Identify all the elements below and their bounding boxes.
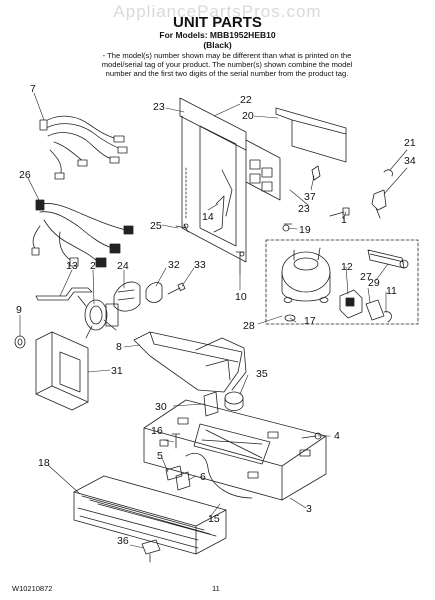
watermark: AppliancePartsPros.com: [113, 2, 322, 21]
callout-label: 33: [194, 259, 206, 271]
part-bracket-5: [165, 465, 183, 481]
document-number: W10210872: [12, 584, 53, 593]
callout-label: 32: [168, 259, 180, 271]
callout-label: 16: [151, 425, 163, 437]
callout-label: 35: [256, 368, 268, 380]
callout-label: 8: [116, 341, 122, 353]
part-pump-35: [224, 391, 244, 411]
callout-label: 11: [386, 285, 397, 297]
callout-label: 23: [298, 203, 310, 215]
part-bracket-20: [275, 107, 347, 163]
part-fan-motor-2: [77, 295, 119, 339]
part-screw-1: [329, 207, 350, 217]
models-line: For Models: MBB1952HEB10: [159, 30, 276, 40]
callout-label: 21: [404, 137, 416, 149]
part-clip-6: [175, 471, 191, 491]
part-condenser-18: [73, 475, 227, 555]
callout-numbers: 7 26 13 2 24 32 33 9 8 31 35 30 16 5 6 1…: [16, 83, 416, 547]
callout-label: 23: [153, 101, 165, 113]
callout-label: 14: [202, 211, 214, 223]
callout-label: 6: [200, 471, 206, 483]
part-screw-10: [235, 251, 245, 275]
part-base-pan-3: [143, 399, 327, 501]
callout-label: 5: [157, 450, 163, 462]
callout-label: 13: [66, 260, 78, 272]
callout-label: 36: [117, 535, 129, 547]
callout-label: 15: [208, 513, 220, 525]
page-title: UNIT PARTS: [173, 14, 262, 31]
model-note: - The model(s) number shown may be diffe…: [101, 51, 353, 78]
callout-label: 4: [334, 430, 340, 442]
leader-lines: [19, 92, 408, 549]
callout-label: 29: [368, 277, 380, 289]
part-control-block-23: [245, 139, 281, 201]
callout-label: 28: [243, 320, 255, 332]
callout-label: 25: [150, 220, 162, 232]
callout-label: 26: [19, 169, 31, 181]
callout-label: 10: [235, 291, 247, 303]
part-bracket-30: [203, 391, 219, 417]
callout-label: 17: [304, 315, 316, 327]
part-cover-22: [179, 97, 247, 263]
part-screw-19: [282, 223, 293, 232]
part-retainer-34: [371, 189, 387, 219]
callout-label: 19: [299, 224, 311, 236]
callout-label: 9: [16, 304, 22, 316]
part-clip-11: [383, 311, 392, 323]
part-fan-shroud-31: [35, 331, 89, 411]
part-screw-33: [167, 282, 186, 295]
callout-label: 27: [360, 271, 372, 283]
callout-label: 12: [341, 261, 353, 273]
part-drain-pan-8: [133, 331, 247, 393]
part-tube-15: [185, 452, 253, 499]
part-compressor-28: [281, 247, 331, 303]
callout-label: 2: [90, 260, 96, 272]
callout-label: 7: [30, 83, 36, 95]
model-subtitle: For Models: MBB1952HEB10 (Black): [0, 30, 435, 50]
callout-label: 34: [404, 155, 416, 167]
part-grommet-9: [14, 335, 26, 349]
part-bracket-32: [145, 282, 163, 303]
part-wire-harness-upper: [39, 115, 128, 180]
part-strap-14: [213, 195, 225, 233]
part-overload-29: [365, 299, 385, 321]
callout-label: 31: [111, 365, 123, 377]
part-fan-bracket-24: [113, 281, 141, 312]
part-screw-16: [171, 433, 181, 449]
callout-label: 18: [38, 457, 50, 469]
part-capacitor-27: [367, 249, 409, 269]
part-duct-13: [35, 287, 93, 301]
part-screw-37: [311, 165, 321, 181]
callout-label: 37: [304, 191, 316, 203]
callout-label: 24: [117, 260, 129, 272]
page-number: 11: [212, 584, 220, 593]
part-clip-21: [383, 169, 393, 177]
callout-label: 20: [242, 110, 254, 122]
callout-label: 3: [306, 503, 312, 515]
callout-label: 30: [155, 401, 167, 413]
part-screw-25: [175, 223, 189, 233]
color-line: (Black): [203, 40, 232, 50]
part-leveler-36: [141, 539, 161, 563]
model-note-text: The model(s) number shown may be differe…: [101, 51, 353, 78]
part-grommet-17: [284, 314, 296, 322]
part-wire-harness-lower: [31, 199, 134, 268]
compressor-group-outline: [265, 239, 419, 325]
part-start-device-12: [339, 289, 363, 319]
callout-label: 1: [341, 214, 347, 226]
callout-label: 22: [240, 94, 252, 106]
